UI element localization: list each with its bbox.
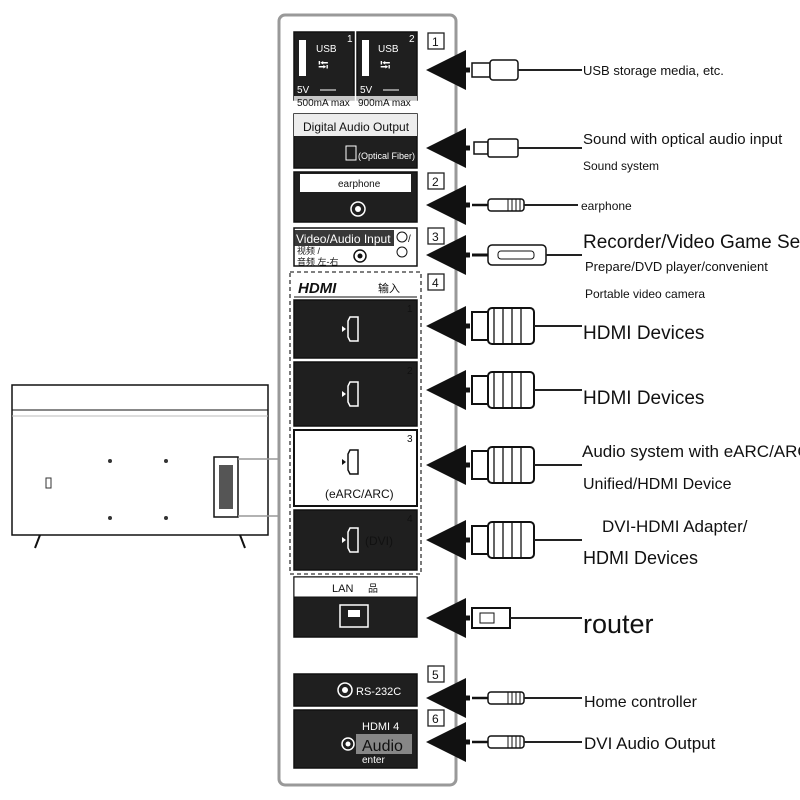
label-av-1: Recorder/Video Game Set	[583, 232, 800, 253]
cable-hdmi	[426, 520, 582, 560]
svg-text:1: 1	[347, 34, 353, 45]
hdmi-connector-icon	[347, 316, 359, 342]
cable-hdmi	[426, 445, 582, 485]
optical-title: Digital Audio Output	[303, 120, 410, 134]
av-jack-icon	[353, 249, 367, 263]
label-earphone: earphone	[581, 199, 632, 213]
network-icon: 品	[368, 583, 378, 595]
av-title: Video/Audio Input	[296, 232, 391, 246]
hdmi-port-1: 1	[293, 299, 418, 359]
section-badge-6: 6	[427, 709, 445, 727]
hdmi4-audio-port: HDMI 4 Audio enter	[293, 709, 418, 769]
cable-lan	[426, 598, 582, 638]
label-hdmi1: HDMI Devices	[583, 323, 704, 344]
device-labels: USB storage media, etc. Sound with optic…	[581, 63, 800, 753]
label-dvi-audio: DVI Audio Output	[584, 734, 716, 753]
section-badge-5: 5	[427, 665, 445, 683]
svg-text:5V: 5V	[360, 85, 373, 96]
svg-text:HDMI 4: HDMI 4	[362, 721, 399, 733]
section-badge-1: 1	[427, 32, 445, 50]
cable-jack	[426, 722, 582, 762]
cable-hdmi	[426, 370, 582, 410]
usb1-label: USB	[316, 44, 337, 55]
label-hdmi3-2: Unified/HDMI Device	[583, 476, 732, 493]
usb1-current: 500mA max	[297, 98, 350, 109]
tv-illustration	[11, 384, 280, 549]
cable-usb	[426, 50, 582, 90]
hdmi-input-label: 输入	[378, 281, 400, 295]
video-in-icon	[396, 231, 408, 243]
svg-text:/: /	[408, 234, 411, 245]
cable-jack	[426, 678, 582, 718]
usb2-current: 900mA max	[358, 98, 411, 109]
hdmi4-audio-jack-icon	[341, 737, 355, 751]
usb-port-1: USB 1 ⭾ 5V	[293, 31, 355, 101]
optical-port: Digital Audio Output (Optical Fiber)	[293, 113, 418, 169]
tv-right-foot	[239, 534, 246, 549]
svg-text:5V: 5V	[297, 85, 310, 96]
label-av-2: Prepare/DVD player/convenient	[585, 259, 768, 274]
hdmi-port-2: 2	[293, 361, 418, 427]
svg-text:音频 左-右: 音频 左-右	[297, 256, 339, 267]
tv-left-foot	[34, 534, 41, 549]
hdmi-logo: HDMI	[298, 280, 337, 297]
rs232c-port: RS-232C	[293, 673, 418, 707]
rs232c-label: RS-232C	[356, 686, 401, 698]
usb-port-2: USB 2 ⭾ 5V	[356, 31, 418, 101]
ethernet-jack-icon	[339, 604, 369, 628]
label-hdmi3-1: Audio system with eARC/ARC	[582, 442, 800, 461]
hdmi-connector-icon	[347, 449, 359, 475]
lan-port: LAN 品	[293, 576, 418, 638]
svg-text:5: 5	[432, 668, 439, 682]
cable-hdmi	[426, 306, 582, 346]
label-hdmi2: HDMI Devices	[583, 388, 704, 409]
section-badge-2: 2	[427, 172, 445, 190]
label-av-3: Portable video camera	[585, 287, 705, 301]
svg-text:2: 2	[409, 34, 415, 45]
hdmi-port-number: 1	[407, 304, 413, 315]
earphone-port: earphone	[293, 171, 418, 223]
video-audio-port: Video/Audio Input 视频 / 音频 左-右 /	[293, 227, 418, 267]
optical-sub: (Optical Fiber)	[358, 151, 415, 161]
audio-in-icon	[396, 246, 408, 258]
hdmi-port-sub: (DVI)	[365, 534, 393, 548]
usb-icon: ⭾	[318, 57, 329, 73]
svg-text:6: 6	[432, 712, 439, 726]
label-optical-2: Sound system	[583, 159, 659, 173]
usb2-label: USB	[378, 44, 399, 55]
hdmi-port-3: 3 (eARC/ARC)	[293, 429, 418, 507]
hdmi-port-number: 4	[407, 514, 413, 525]
rs232c-jack-icon	[337, 682, 353, 698]
hdmi4-audio-label: Audio	[362, 738, 403, 755]
hdmi-port-number: 2	[407, 366, 413, 377]
svg-text:enter: enter	[362, 755, 385, 766]
earphone-label: earphone	[338, 179, 381, 190]
label-usb-storage: USB storage media, etc.	[583, 63, 724, 78]
svg-text:2: 2	[432, 175, 439, 189]
hdmi-port-number: 3	[407, 434, 413, 445]
hdmi-port-sub: (eARC/ARC)	[325, 487, 394, 501]
svg-text:视频 /: 视频 /	[297, 245, 321, 256]
label-hdmi4-2: HDMI Devices	[583, 548, 698, 568]
earphone-jack-icon	[350, 201, 366, 217]
label-optical-1: Sound with optical audio input	[583, 131, 783, 148]
section-badge-4: 4	[427, 273, 445, 291]
section-badge-3: 3	[427, 227, 445, 245]
label-router: router	[583, 609, 654, 639]
hdmi-connector-icon	[347, 381, 359, 407]
label-home-controller: Home controller	[584, 694, 698, 711]
svg-text:3: 3	[432, 230, 439, 244]
lan-label: LAN	[332, 583, 353, 595]
hdmi-connector-icon	[347, 527, 359, 553]
hdmi-port-4: 4 (DVI)	[293, 509, 418, 571]
usb-icon: ⭾	[380, 57, 391, 73]
cable-optical	[426, 128, 582, 168]
cable-jack	[426, 185, 578, 225]
hdmi-group: HDMI 输入	[289, 271, 422, 575]
svg-text:1: 1	[432, 35, 439, 49]
label-hdmi4-1: DVI-HDMI Adapter/	[602, 517, 748, 536]
svg-text:4: 4	[432, 276, 439, 290]
cable-av	[426, 235, 582, 275]
